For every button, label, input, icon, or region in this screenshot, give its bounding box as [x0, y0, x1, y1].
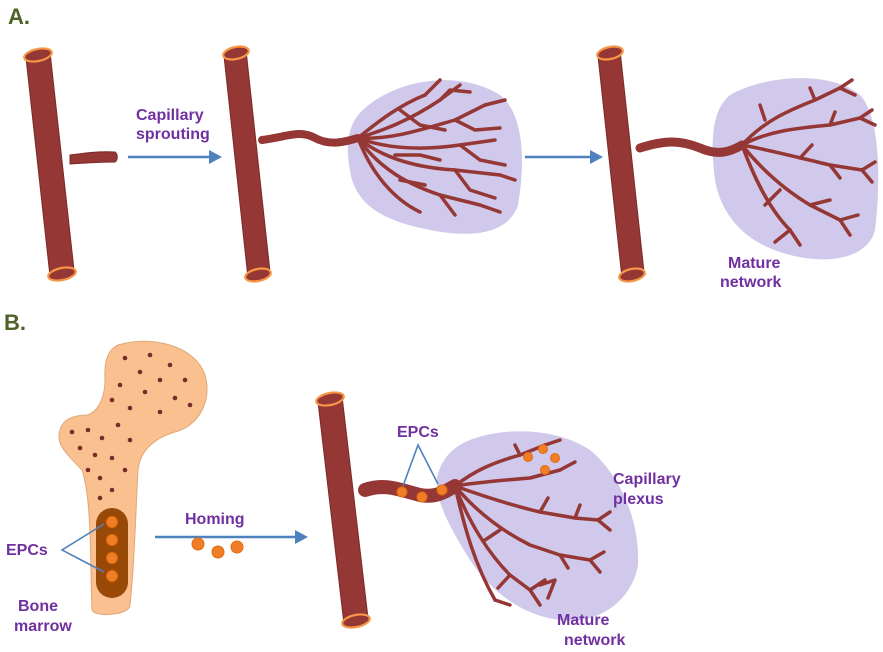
vessel-a1 — [23, 46, 117, 283]
epc-in-plexus — [524, 453, 533, 462]
epc-in-plexus — [551, 454, 560, 463]
bone-marrow-label-2: marrow — [14, 618, 72, 635]
homing-label: Homing — [185, 511, 245, 528]
panel-b-label: B. — [4, 310, 26, 335]
mature-network-a-label-2: network — [720, 274, 781, 291]
epcs-left-label: EPCs — [6, 542, 48, 559]
epcs-top-pointer — [403, 445, 438, 486]
mature-network-b-label-2: network — [564, 632, 625, 649]
vessel-b — [315, 390, 638, 630]
epc-cell — [107, 535, 118, 546]
epc-cell — [107, 571, 118, 582]
homing-epc — [231, 541, 243, 553]
bone-marrow-label-1: Bone — [18, 598, 58, 615]
homing-epc — [192, 538, 204, 550]
capillary-sprouting-arrow — [128, 150, 222, 164]
maturation-arrow — [525, 150, 603, 164]
bone-illustration — [59, 341, 207, 614]
epc-in-vessel — [397, 487, 407, 497]
capillary-plexus-label-1: Capillary — [613, 471, 681, 488]
homing-arrow — [155, 530, 308, 544]
epcs-top-label: EPCs — [397, 424, 439, 441]
mature-network-a-label-1: Mature — [728, 255, 781, 272]
epc-in-vessel — [417, 492, 427, 502]
epc-in-vessel — [437, 485, 447, 495]
epc-cell — [107, 553, 118, 564]
panel-a-label: A. — [8, 4, 30, 29]
epc-cell — [107, 517, 118, 528]
mature-network-b-label-1: Mature — [557, 612, 610, 629]
capillary-sprouting-label-1: Capillary — [136, 107, 204, 124]
tissue-region-b — [437, 431, 638, 620]
epc-in-plexus — [539, 445, 548, 454]
homing-epc — [212, 546, 224, 558]
epc-in-plexus — [541, 466, 550, 475]
vessel-a2 — [222, 44, 522, 283]
capillary-sprouting-label-2: sprouting — [136, 126, 210, 143]
capillary-plexus-label-2: plexus — [613, 491, 664, 508]
vessel-a3 — [596, 44, 878, 283]
